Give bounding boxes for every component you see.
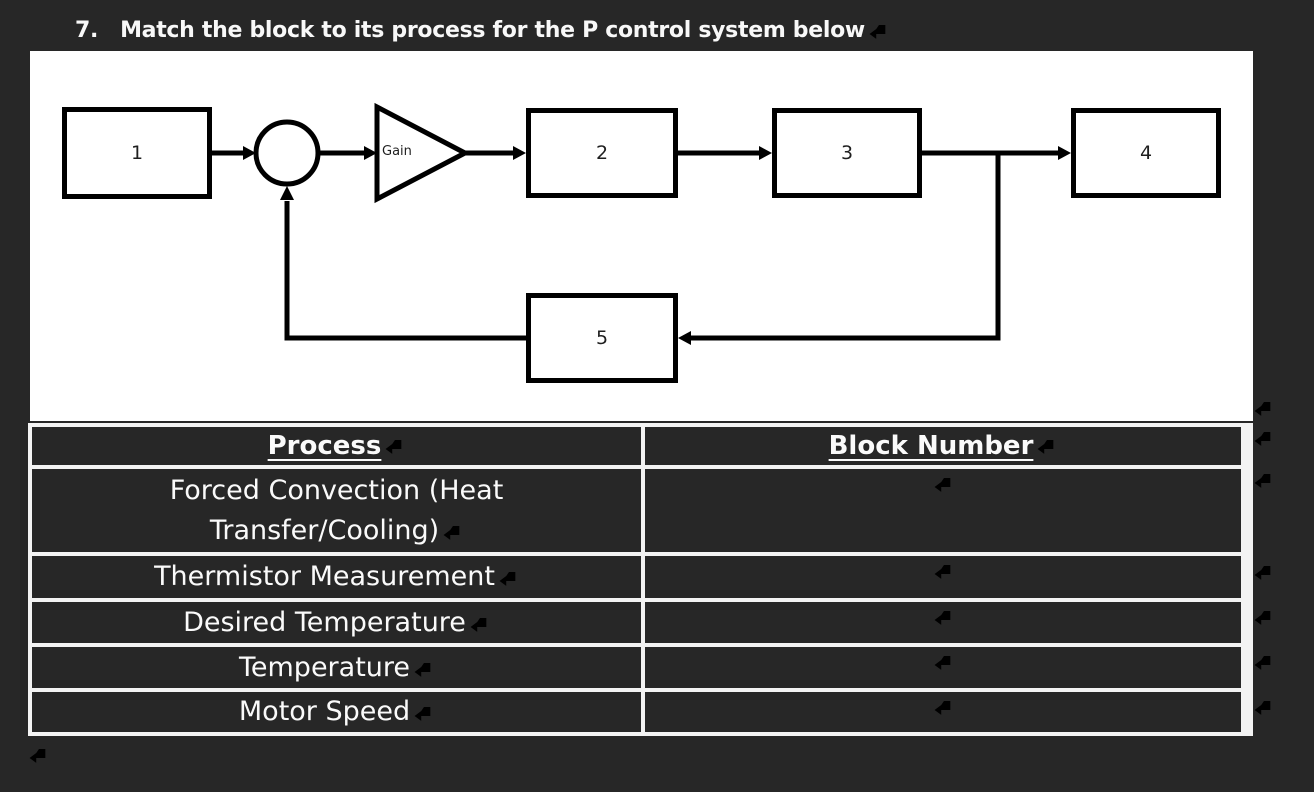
return-mark-icon — [869, 24, 886, 39]
return-mark-icon — [934, 656, 950, 670]
question-text: Match the block to its process for the P… — [120, 18, 865, 43]
question-number: 7. — [75, 18, 99, 43]
table-header-process: Process — [32, 427, 641, 465]
block-2: 2 — [526, 108, 678, 198]
process-cell-thermistor: Thermistor Measurement — [32, 556, 641, 598]
process-header-label: Process — [267, 431, 382, 461]
block-number-header-label: Block Number — [828, 431, 1034, 461]
control-system-diagram: 1 2 3 4 5 Gain — [30, 51, 1253, 421]
process-cell-forced-convection: Forced Convection (Heat Transfer/Cooling… — [32, 469, 641, 552]
block-5-feedback: 5 — [526, 293, 678, 383]
return-mark-icon — [1254, 432, 1271, 446]
return-mark-icon — [499, 572, 516, 587]
return-mark-icon — [443, 525, 460, 540]
process-label: Forced Convection (Heat Transfer/Cooling… — [169, 475, 504, 546]
process-label: Motor Speed — [238, 696, 411, 728]
process-label: Temperature — [238, 651, 411, 683]
block-5-label: 5 — [595, 327, 609, 349]
summing-junction — [253, 119, 321, 187]
return-mark-icon — [1254, 701, 1271, 715]
table-header-block-number: Block Number — [645, 427, 1241, 465]
answer-cell-forced-convection[interactable] — [645, 469, 1241, 552]
return-mark-icon — [934, 565, 950, 579]
block-1-label: 1 — [130, 142, 144, 164]
return-mark-icon — [1254, 566, 1271, 580]
return-mark-icon — [934, 478, 950, 492]
return-mark-icon — [414, 707, 431, 722]
return-mark-icon — [385, 439, 402, 454]
block-1: 1 — [62, 107, 212, 199]
process-cell-motor-speed: Motor Speed — [32, 692, 641, 732]
return-mark-icon — [414, 662, 431, 677]
gain-triangle — [374, 102, 471, 204]
return-mark-icon — [1254, 474, 1271, 488]
return-mark-icon — [934, 701, 950, 715]
process-label: Thermistor Measurement — [154, 561, 495, 593]
return-mark-icon — [934, 611, 950, 625]
match-table: Process Block Number Forced Convection (… — [28, 423, 1253, 736]
process-label: Desired Temperature — [183, 606, 466, 638]
answer-cell-temperature[interactable] — [645, 647, 1241, 688]
return-mark-icon — [1254, 402, 1271, 416]
question-title: 7. Match the block to its process for th… — [75, 12, 889, 50]
process-cell-temperature: Temperature — [32, 647, 641, 688]
block-3: 3 — [772, 108, 922, 198]
gain-label: Gain — [382, 144, 412, 159]
return-mark-icon — [1254, 611, 1271, 625]
return-mark-icon — [1037, 439, 1054, 454]
block-3-label: 3 — [840, 142, 854, 164]
block-4-label: 4 — [1139, 142, 1153, 164]
return-mark-icon — [29, 749, 46, 763]
return-mark-icon — [1254, 656, 1271, 670]
process-cell-desired-temperature: Desired Temperature — [32, 602, 641, 643]
answer-cell-thermistor[interactable] — [645, 556, 1241, 598]
block-4: 4 — [1071, 108, 1221, 198]
return-mark-icon — [470, 617, 487, 632]
block-2-label: 2 — [595, 142, 609, 164]
answer-cell-motor-speed[interactable] — [645, 692, 1241, 732]
answer-cell-desired-temperature[interactable] — [645, 602, 1241, 643]
diagram-wires — [212, 102, 1071, 345]
